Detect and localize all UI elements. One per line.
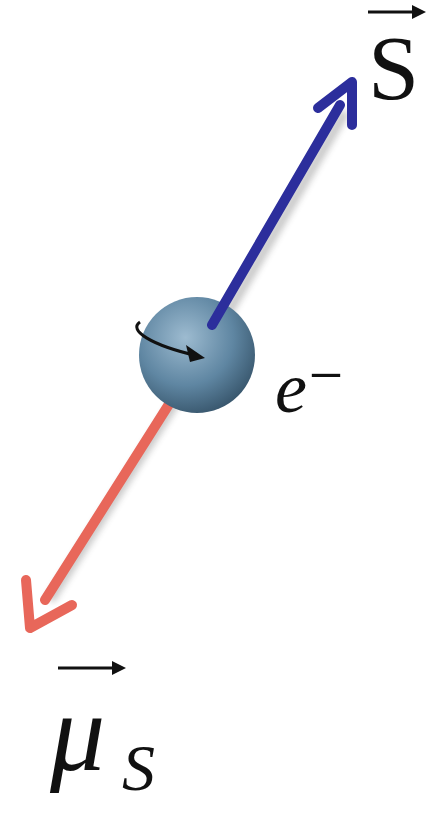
electron-sphere [139,297,255,413]
spin-arrow [212,82,352,325]
spin-symbol: S [368,22,419,114]
moment-subscript: S [122,735,155,801]
vector-accent [58,5,426,675]
rotation-arrow [137,322,205,362]
magnetic-moment-arrow [26,390,178,628]
electron-label: e⁻ [275,352,345,424]
moment-symbol: μ [50,678,105,788]
